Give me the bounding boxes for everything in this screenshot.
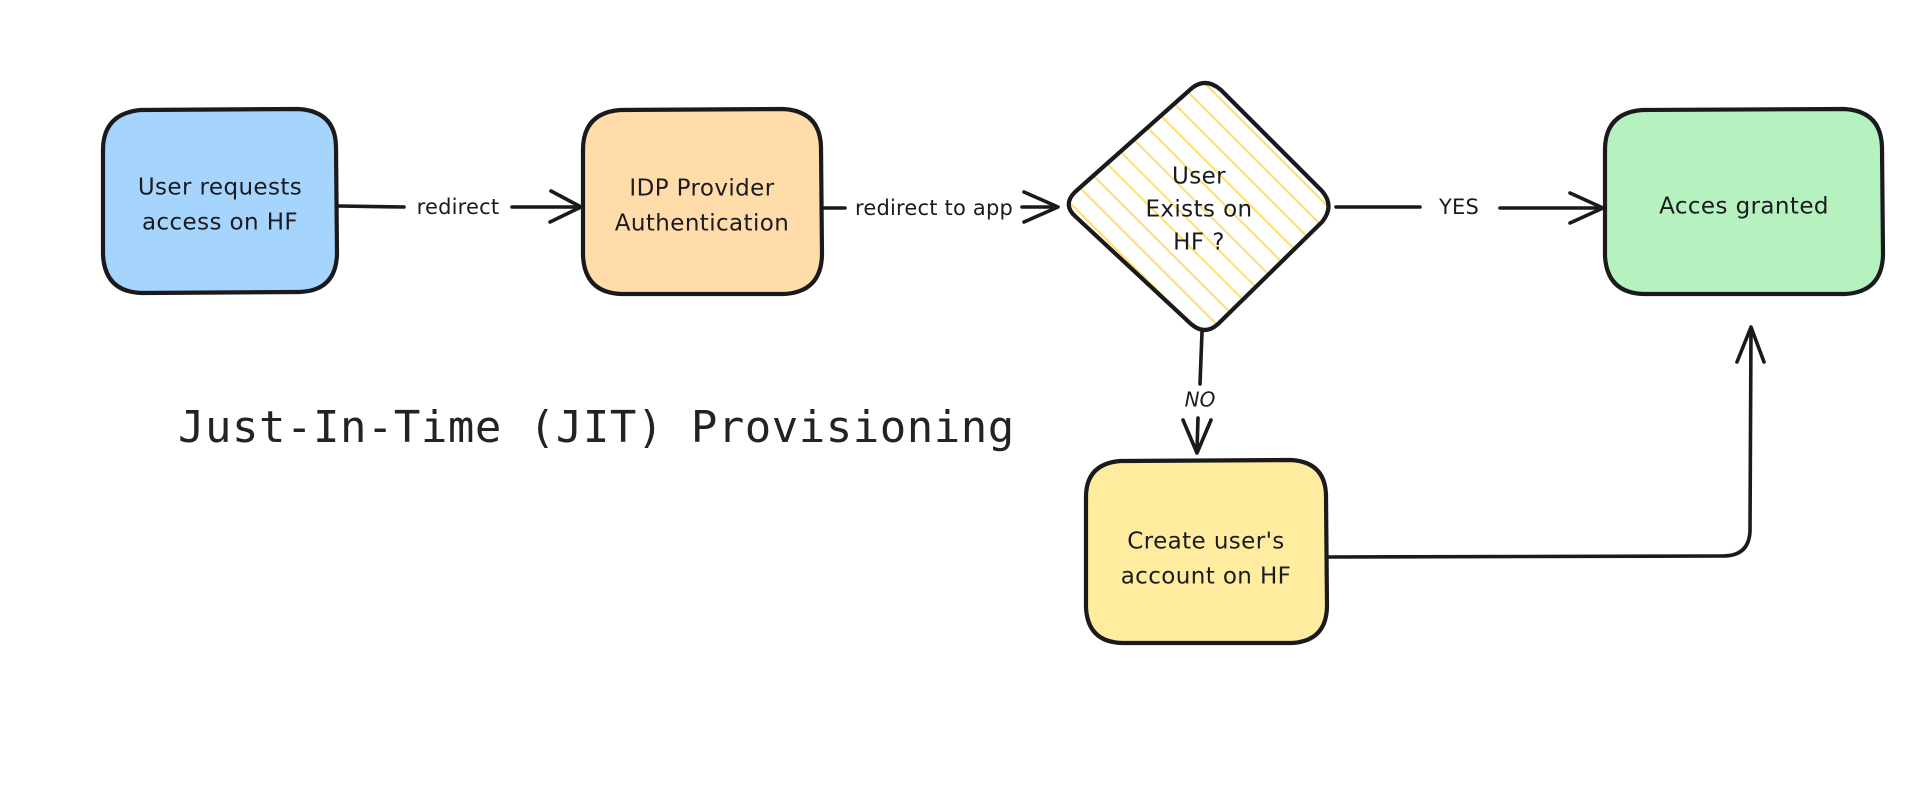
node-idp-auth-border-bottom — [580, 144, 825, 297]
node-user-requests-border-bottom — [100, 143, 340, 296]
edge-redirect-to-app-arrowhead — [1022, 190, 1060, 224]
edge-redirect-label: redirect — [417, 195, 500, 219]
edge-redirect-to-app-label: redirect to app — [855, 196, 1013, 220]
node-user-requests-line2: access on HF — [142, 210, 298, 236]
node-user-requests-line1: User requests — [138, 175, 302, 201]
node-user-requests-border-top — [100, 106, 339, 153]
node-access-granted-border-top — [1602, 106, 1885, 153]
edge-yes: YES — [1334, 191, 1605, 225]
node-idp-auth-line2: Authentication — [615, 211, 789, 237]
node-user-requests[interactable]: User requests access on HF — [100, 106, 340, 296]
node-user-requests-fill — [103, 109, 337, 293]
node-idp-auth-fill — [583, 109, 822, 294]
node-user-exists-decision[interactable]: User Exists on HF ? — [1066, 80, 1331, 333]
node-user-exists-decision-line2: Exists on — [1145, 197, 1252, 223]
node-user-exists-decision-line1: User — [1172, 164, 1226, 190]
edge-redirect-to-app: redirect to app — [822, 190, 1060, 224]
edge-no-arrowhead — [1181, 418, 1213, 455]
node-create-account[interactable]: Create user's account on HF — [1083, 457, 1330, 646]
node-access-granted-line1: Acces granted — [1659, 194, 1829, 220]
edge-no-line-bottom — [1195, 416, 1200, 452]
edge-loopback-arrowhead — [1735, 325, 1766, 364]
node-user-exists-decision-line3: HF ? — [1173, 230, 1225, 256]
node-access-granted-border-bottom — [1602, 144, 1886, 297]
node-create-account-border-top — [1083, 457, 1329, 500]
node-access-granted-fill — [1605, 109, 1883, 294]
node-user-exists-decision-fill — [1069, 82, 1328, 330]
page-title: Just-In-Time (JIT) Provisioning — [178, 402, 1015, 453]
node-idp-auth-border-top — [580, 106, 824, 153]
edge-redirect-line-left — [337, 204, 406, 209]
node-create-account-border-bottom — [1083, 492, 1330, 646]
edge-yes-label: YES — [1438, 195, 1479, 219]
edge-no: NO — [1181, 330, 1216, 455]
node-user-exists-decision-border — [1066, 80, 1331, 333]
edge-no-line-top — [1198, 330, 1204, 386]
node-create-account-fill — [1086, 460, 1327, 643]
edge-loopback — [1327, 325, 1766, 559]
node-create-account-line2: account on HF — [1121, 564, 1292, 590]
edge-redirect: redirect — [337, 189, 583, 224]
node-idp-auth-line1: IDP Provider — [629, 176, 774, 202]
node-create-account-line1: Create user's — [1127, 529, 1284, 555]
edge-loopback-line — [1327, 328, 1753, 559]
edge-no-label: NO — [1185, 388, 1216, 412]
node-idp-auth[interactable]: IDP Provider Authentication — [580, 106, 825, 297]
node-access-granted[interactable]: Acces granted — [1602, 106, 1886, 297]
